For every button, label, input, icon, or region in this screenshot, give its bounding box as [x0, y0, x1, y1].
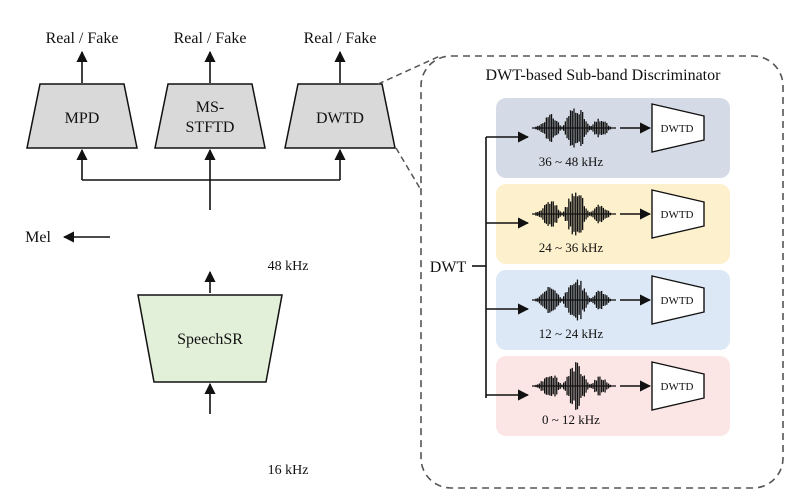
dwtd-block	[284, 83, 396, 149]
sub-dwtd-block	[651, 275, 705, 325]
sub-band-range-label: 12 ~ 24 kHz	[539, 326, 604, 341]
callout-line-bottom	[395, 147, 422, 191]
mpd-block	[26, 83, 138, 149]
sub-band-1: DWTD 24 ~ 36 kHz	[486, 184, 730, 264]
sub-band-waveform	[532, 108, 616, 148]
sub-dwtd-label: DWTD	[661, 295, 694, 307]
sub-band-3: DWTD 0 ~ 12 kHz	[486, 356, 730, 436]
sub-band-0: DWTD 36 ~ 48 kHz	[486, 98, 730, 178]
callout-line-top	[377, 55, 441, 85]
sub-dwtd-label: DWTD	[661, 123, 694, 135]
panel-title: DWT-based Sub-band Discriminator	[486, 67, 722, 84]
waveform-16khz	[109, 416, 309, 458]
dwt-label: DWT	[430, 259, 467, 276]
rate-48khz-label: 48 kHz	[268, 259, 309, 274]
msstftd-label-line1: MS-	[196, 99, 224, 116]
waveform-48khz	[109, 211, 310, 263]
mel-label: Mel	[25, 229, 51, 246]
sub-band-range-label: 36 ~ 48 kHz	[539, 154, 604, 169]
sub-dwtd-block	[651, 189, 705, 239]
output-label-msstftd: Real / Fake	[174, 30, 247, 47]
output-label-dwtd: Real / Fake	[304, 30, 377, 47]
rate-16khz-label: 16 kHz	[268, 463, 309, 478]
mpd-label: MPD	[65, 110, 100, 127]
msstftd-block	[154, 83, 266, 149]
sub-band-waveform	[532, 192, 616, 236]
sub-band-2: DWTD 12 ~ 24 kHz	[486, 270, 730, 350]
dwt-panel	[420, 55, 784, 489]
sub-band-range-label: 0 ~ 12 kHz	[542, 412, 600, 427]
sub-dwtd-label: DWTD	[661, 381, 694, 393]
dwtd-label: DWTD	[316, 110, 364, 127]
speechsr-block	[137, 294, 283, 383]
sub-dwtd-block	[651, 103, 705, 153]
speechsr-label: SpeechSR	[177, 331, 243, 348]
output-label-mpd: Real / Fake	[46, 30, 119, 47]
sub-band-range-label: 24 ~ 36 kHz	[539, 240, 604, 255]
sub-dwtd-label: DWTD	[661, 209, 694, 221]
msstftd-label-line2: STFTD	[186, 119, 235, 136]
sub-dwtd-block	[651, 361, 705, 411]
sub-band-waveform	[532, 362, 616, 410]
sub-band-waveform	[532, 279, 616, 321]
